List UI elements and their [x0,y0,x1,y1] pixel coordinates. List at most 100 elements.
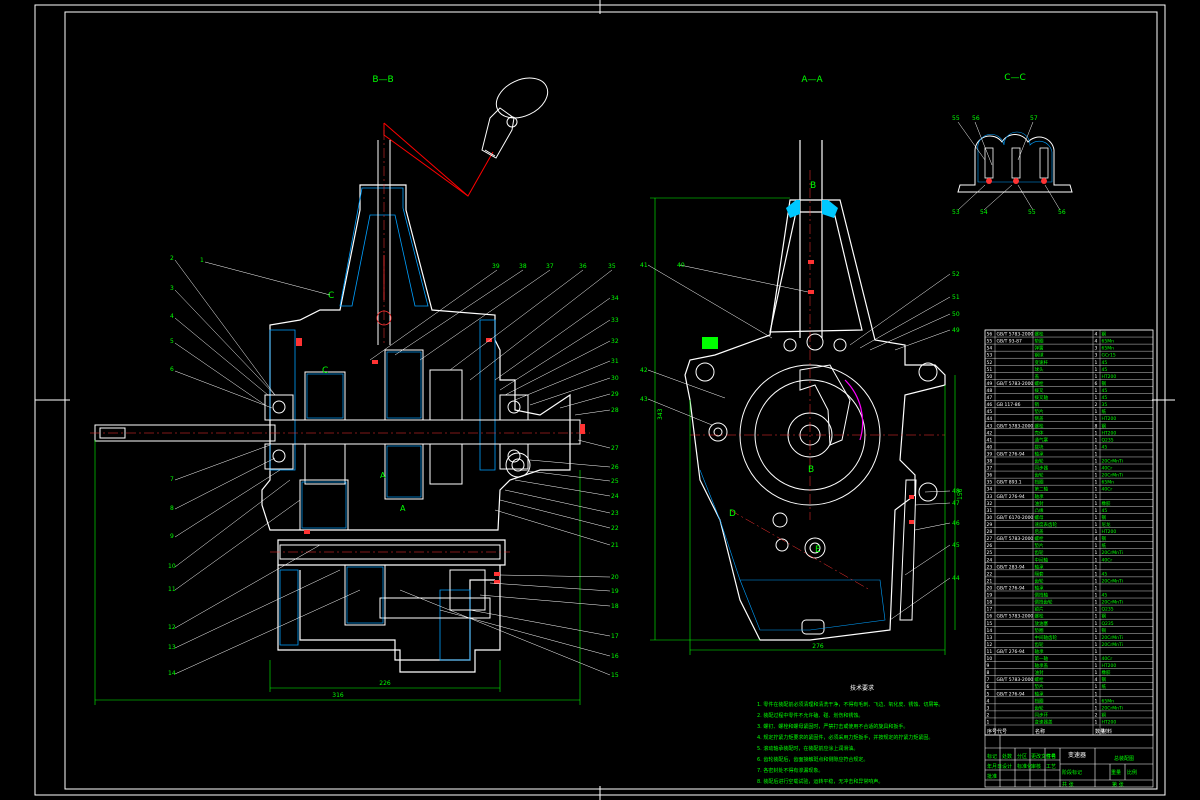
bom-cell: GB/T 93-87 [997,339,1022,345]
bom-cell: 垫圈 [1035,338,1044,345]
bom-cell: 1 [1095,494,1098,500]
bom-cell: 43 [987,423,993,429]
bom-cell: 11 [987,649,993,655]
callout-cc-55b: 55 [1028,209,1036,216]
bom-cell: 40Cr [1102,466,1113,472]
left-callout-labels: 2 1 3 4 5 6 7 8 9 10 11 12 13 14 [168,255,204,677]
tb-cell-0: 标记 [987,753,997,760]
bom-cell: 45 [987,409,993,415]
bom-cell: 54 [987,346,993,352]
callout-11: 11 [168,586,176,593]
cc-callout-lines [957,121,1061,211]
bom-cell: 45 [1102,508,1108,514]
left-callouts [174,259,361,675]
title-block-subtitle: 总装配图 [1114,755,1134,762]
aa-fork [799,364,851,446]
bom-cell: 22 [987,571,993,577]
bom-cell: 隔套 [1035,570,1044,577]
tb-cell-8: 审核 [1031,763,1041,770]
bom-cell: 1 [1095,663,1098,669]
bom-cell: 16 [987,614,993,620]
bom-cell: 20 [987,585,993,591]
callout-5: 5 [170,338,174,345]
bom-cell: 橡胶 [1102,500,1111,507]
bom-cell: 1 [1095,642,1098,648]
aa-pins [808,260,914,524]
callout-52: 52 [952,271,960,278]
aa-centerlines [690,170,945,591]
callout-46: 46 [952,520,960,527]
dim-bb-width: 316 [332,692,344,699]
callout-22: 22 [611,525,619,532]
bom-cell: 1 [1095,621,1098,627]
callout-49: 49 [952,327,960,334]
bom-cell: 65Mn [1102,480,1115,486]
tech-notes-heading: 技术要求 [850,684,874,692]
bom-cell: 29 [987,522,993,528]
bom-cell: 1 [1095,571,1098,577]
bom-cell: 油封 [1035,669,1044,676]
bom-cell: GB/T 6170-2000 [997,515,1034,521]
callout-cc-53: 53 [952,209,960,216]
bom-cell: 1 [1095,578,1098,584]
bom-cell: 1 [1095,501,1098,507]
bom-cell: 1 [1095,600,1098,606]
bom-cell: 弹簧 [1035,345,1044,352]
bom-cell: HT200 [1102,374,1117,380]
callout-24: 24 [611,493,619,500]
bom-cell: 挡圈 [1035,697,1044,704]
bom-cell: 1 [1095,557,1098,563]
view-aa-title: A—A [801,75,823,85]
cc-detent-pins [984,147,1049,179]
gears [299,349,531,626]
section-mark-b-top: B [810,181,816,191]
callout-47: 47 [952,500,960,507]
bom-cell: 23 [987,564,993,570]
bom-cell: 螺栓 [1035,331,1044,338]
bom-cell: 41 [987,437,993,443]
dim-aa-height: 343 [657,408,664,420]
bom-cell: 变速杆 [1035,359,1049,366]
callout-44: 44 [952,575,960,582]
callout-34: 34 [611,295,619,302]
bom-cell: 25 [987,550,993,556]
bom-cell: 4 [1095,677,1098,683]
bom-cell: 同步器 [1035,466,1049,472]
bom-cell: 倒挡轴 [1035,592,1049,599]
bom-cell: 45 [1102,395,1108,401]
aa-callout-labels: 41 40 42 43 52 51 50 49 48 47 46 45 44 [640,262,960,582]
bom-cell: 40Cr [1102,557,1113,563]
tb-cell-5: 年月日 [987,763,1002,770]
cc-balls [986,178,1047,184]
callout-37: 37 [546,263,554,270]
bom-cell: 通气塞 [1035,436,1049,443]
bom-cell: 1 [1095,451,1098,457]
bom-cell: 6 [1095,381,1098,387]
callout-2: 2 [170,255,174,262]
bom-cell: 12 [987,642,993,648]
bom-cell: 尼龙 [1102,521,1111,528]
bom-cell: 钢 [1102,422,1107,429]
bom-cell: 1 [1095,628,1098,634]
bom-cell: 30 [987,515,993,521]
bom-cell: 锁片 [1035,606,1044,613]
bom-cell: 第二轴 [1035,486,1049,493]
bom-cell: GB/T 276-94 [997,451,1025,457]
bom-cell: 31 [987,508,993,514]
tech-note-6: 6. 齿轮装配后，齿面接触斑点和侧隙应符合规定。 [757,756,868,763]
bom-cell: 1 [1095,585,1098,591]
bom-cell: GB/T 276-94 [997,494,1025,500]
callout-42: 42 [640,367,648,374]
bom-cell: 钢 [1102,676,1107,683]
bom-cell: 1 [1095,614,1098,620]
bom-cell: 40Cr [1102,656,1113,662]
bom-cell: 1 [1095,529,1098,535]
bom-cell: 45 [1102,593,1108,599]
bom-cell: 轴承 [1035,648,1044,655]
tb-cell-3: 更改文件号 [1031,753,1056,760]
bom-cell: 轴承 [1035,584,1044,591]
bom-cell: Q235 [1102,621,1114,627]
bom-cell: 钢 [1102,613,1107,620]
callout-6: 6 [170,366,174,373]
view-aa: A—A [640,75,964,655]
